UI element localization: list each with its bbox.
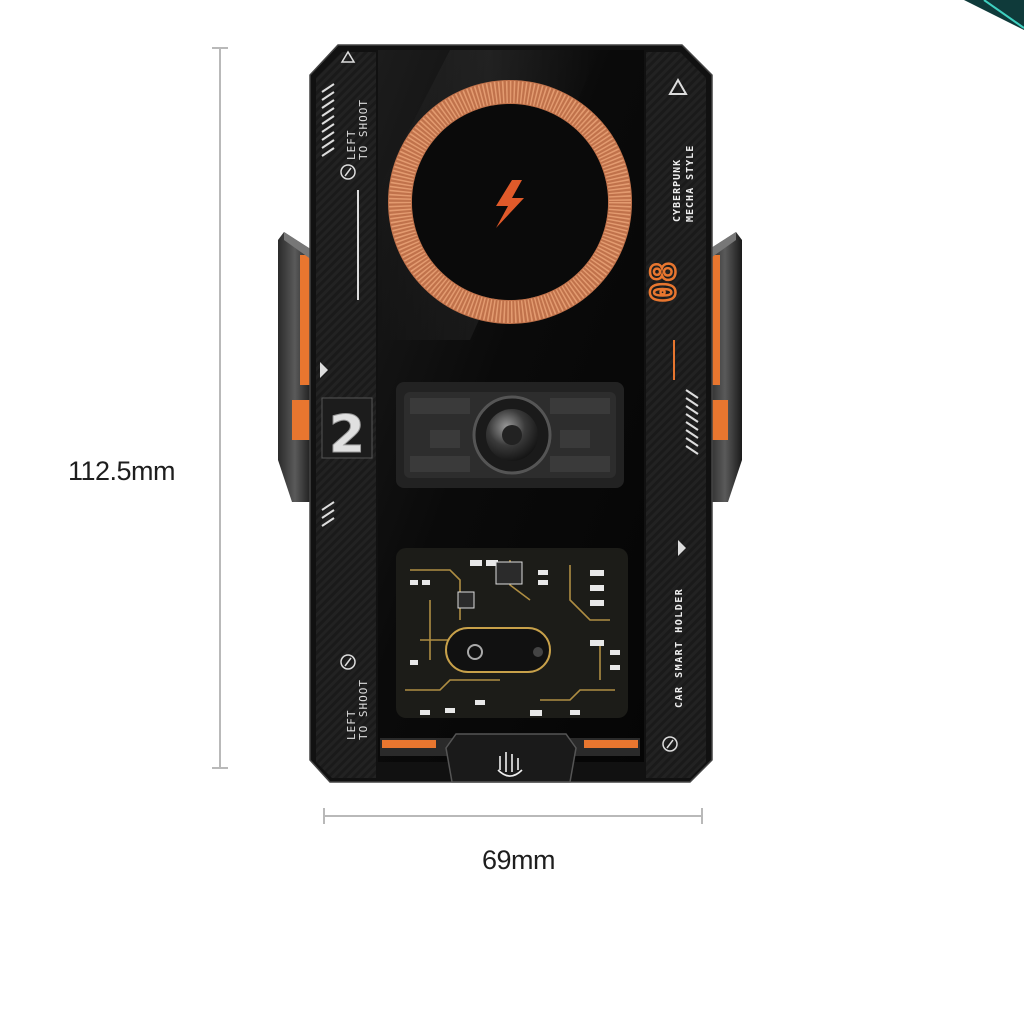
corner-accent	[964, 0, 1024, 30]
left-rail-details	[320, 50, 359, 527]
left-clamp-arm	[278, 232, 312, 502]
clip-mechanism	[396, 382, 624, 488]
circuit-board-window	[396, 548, 628, 718]
style-line-2: MECHA STYLE	[685, 145, 696, 222]
power-icon	[340, 164, 678, 752]
right-clamp-arm	[708, 232, 742, 502]
width-dimension-cap-right	[701, 808, 703, 824]
height-dimension-line	[219, 48, 221, 768]
triangle-icon	[668, 77, 688, 95]
height-dimension-cap-top	[212, 47, 228, 49]
phone-holder-device: LEFTTO SHOOT LEFTTO SHOOT 2 08 CYBERPUNK…	[278, 44, 742, 783]
lightning-icon	[496, 180, 524, 228]
style-line-1: CYBERPUNK	[672, 159, 683, 222]
width-dimension-line	[324, 815, 702, 817]
width-dimension-label: 69mm	[482, 845, 556, 875]
height-dimension-cap-bottom	[212, 767, 228, 769]
right-rail-details	[673, 340, 699, 556]
side-text-top: LEFTTO SHOOT	[345, 99, 370, 160]
product-line: CAR SMART HOLDER	[674, 588, 685, 708]
height-dimension-label: 112.5mm	[68, 456, 176, 486]
hand-icon	[497, 752, 523, 777]
width-dimension-cap-left	[323, 808, 325, 824]
side-text-bottom: LEFTTO SHOOT	[345, 679, 370, 740]
model-number: 08	[644, 262, 684, 303]
bottom-foot	[380, 733, 640, 783]
number-badge: 2	[329, 405, 365, 465]
